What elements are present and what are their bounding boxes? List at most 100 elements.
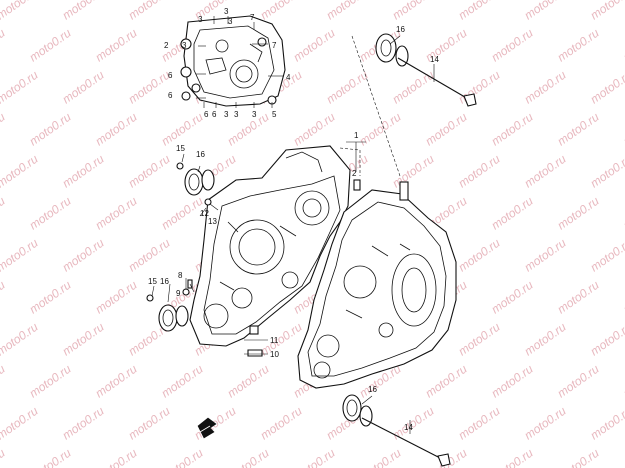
callout-7: 7 xyxy=(272,41,277,50)
callout-2: 2 xyxy=(164,41,169,50)
callout-6: 6 xyxy=(204,110,209,119)
watermark-text: moto0.ru xyxy=(324,0,371,22)
watermark-text: moto0.ru xyxy=(555,110,602,149)
callout-8: 8 xyxy=(178,271,183,280)
watermark-text: moto0.ru xyxy=(60,152,107,191)
callout-3: 3 xyxy=(198,15,203,24)
callout-15: 15 xyxy=(148,277,157,286)
watermark-text: moto0.ru xyxy=(126,68,173,107)
watermark-text: moto0.ru xyxy=(456,68,503,107)
callout-6: 6 xyxy=(168,91,173,100)
watermark-text: moto0.ru xyxy=(60,68,107,107)
leader-lines xyxy=(151,16,435,434)
callout-6: 6 xyxy=(212,110,217,119)
forward-arrow-icon xyxy=(197,417,217,439)
watermark-text: moto0.ru xyxy=(357,110,404,149)
watermark-text: moto0.ru xyxy=(0,320,41,359)
watermark-text: moto0.ru xyxy=(621,110,625,149)
watermark-text: moto0.ru xyxy=(456,152,503,191)
callout-16: 16 xyxy=(196,150,205,159)
watermark-text: moto0.ru xyxy=(60,404,107,443)
bearing-left-upper xyxy=(184,168,215,196)
assembly-lines xyxy=(339,35,401,177)
callout-11: 11 xyxy=(270,336,279,345)
watermark-text: moto0.ru xyxy=(621,362,625,401)
watermark-text: moto0.ru xyxy=(390,152,437,191)
callout-3: 3 xyxy=(224,110,229,119)
watermark-text: moto0.ru xyxy=(588,236,625,275)
watermark-text: moto0.ru xyxy=(588,320,625,359)
watermark-text: moto0.ru xyxy=(588,404,625,443)
watermark-text: moto0.ru xyxy=(159,194,206,233)
callout-13: 13 xyxy=(208,217,217,226)
watermark-text: moto0.ru xyxy=(93,278,140,317)
watermark-text: moto0.ru xyxy=(489,362,536,401)
crankcase-inset xyxy=(180,15,286,107)
watermark-text: moto0.ru xyxy=(489,194,536,233)
small-fittings xyxy=(146,162,361,357)
watermark-text: moto0.ru xyxy=(555,26,602,65)
watermark-text: moto0.ru xyxy=(27,110,74,149)
watermark-text: moto0.ru xyxy=(291,26,338,65)
watermark-text: moto0.ru xyxy=(555,362,602,401)
watermark-text: moto0.ru xyxy=(621,446,625,468)
watermark-text: moto0.ru xyxy=(27,26,74,65)
callout-16: 16 xyxy=(368,385,377,394)
callout-3: 3 xyxy=(234,110,239,119)
watermark-text: moto0.ru xyxy=(423,362,470,401)
watermark-text: moto0.ru xyxy=(93,362,140,401)
watermark-text: moto0.ru xyxy=(489,278,536,317)
watermark-text: moto0.ru xyxy=(159,362,206,401)
bolt-lower xyxy=(361,417,451,467)
watermark-text: moto0.ru xyxy=(60,236,107,275)
callout-16: 16 xyxy=(396,25,405,34)
watermark-text: moto0.ru xyxy=(225,362,272,401)
watermark-text: moto0.ru xyxy=(0,194,8,233)
watermark-text: moto0.ru xyxy=(159,446,206,468)
callout-12: 12 xyxy=(200,209,209,218)
callout-5: 5 xyxy=(272,110,277,119)
callout-3: 3 xyxy=(252,110,257,119)
watermark-text: moto0.ru xyxy=(291,446,338,468)
watermark-text: moto0.ru xyxy=(489,446,536,468)
watermark-text: moto0.ru xyxy=(0,236,41,275)
watermark-text: moto0.ru xyxy=(60,0,107,22)
watermark-text: moto0.ru xyxy=(522,236,569,275)
watermark-text: moto0.ru xyxy=(0,0,41,22)
watermark-text: moto0.ru xyxy=(621,26,625,65)
callout-6: 6 xyxy=(168,71,173,80)
bearing-left-lower xyxy=(158,304,189,332)
watermark-text: moto0.ru xyxy=(489,110,536,149)
watermark-text: moto0.ru xyxy=(0,110,8,149)
watermark-text: moto0.ru xyxy=(588,68,625,107)
watermark-text: moto0.ru xyxy=(225,446,272,468)
callout-3: 3 xyxy=(224,7,229,16)
callout-3: 3 xyxy=(182,41,187,50)
watermark-text: moto0.ru xyxy=(0,68,41,107)
watermark-text: moto0.ru xyxy=(456,0,503,22)
watermark-text: moto0.ru xyxy=(0,26,8,65)
callout-10: 10 xyxy=(270,350,279,359)
watermark-text: moto0.ru xyxy=(555,278,602,317)
crankcase-right-half xyxy=(297,181,457,389)
watermark-text: moto0.ru xyxy=(258,320,305,359)
watermark-text: moto0.ru xyxy=(456,404,503,443)
watermark-text: moto0.ru xyxy=(0,278,8,317)
callout-15: 15 xyxy=(176,144,185,153)
callout-16: 16 xyxy=(160,277,169,286)
watermark-text: moto0.ru xyxy=(126,0,173,22)
watermark-text: moto0.ru xyxy=(93,26,140,65)
watermark-text: moto0.ru xyxy=(522,320,569,359)
callout-1: 1 xyxy=(354,131,359,140)
watermark-text: moto0.ru xyxy=(489,26,536,65)
watermark-text: moto0.ru xyxy=(588,152,625,191)
callout-14: 14 xyxy=(404,423,413,432)
watermark-text: moto0.ru xyxy=(357,446,404,468)
watermark-text: moto0.ru xyxy=(93,446,140,468)
watermark-text: moto0.ru xyxy=(0,446,8,468)
watermark-text: moto0.ru xyxy=(390,68,437,107)
watermark-text: moto0.ru xyxy=(27,446,74,468)
callout-4: 4 xyxy=(286,73,291,82)
watermark-text: moto0.ru xyxy=(60,320,107,359)
